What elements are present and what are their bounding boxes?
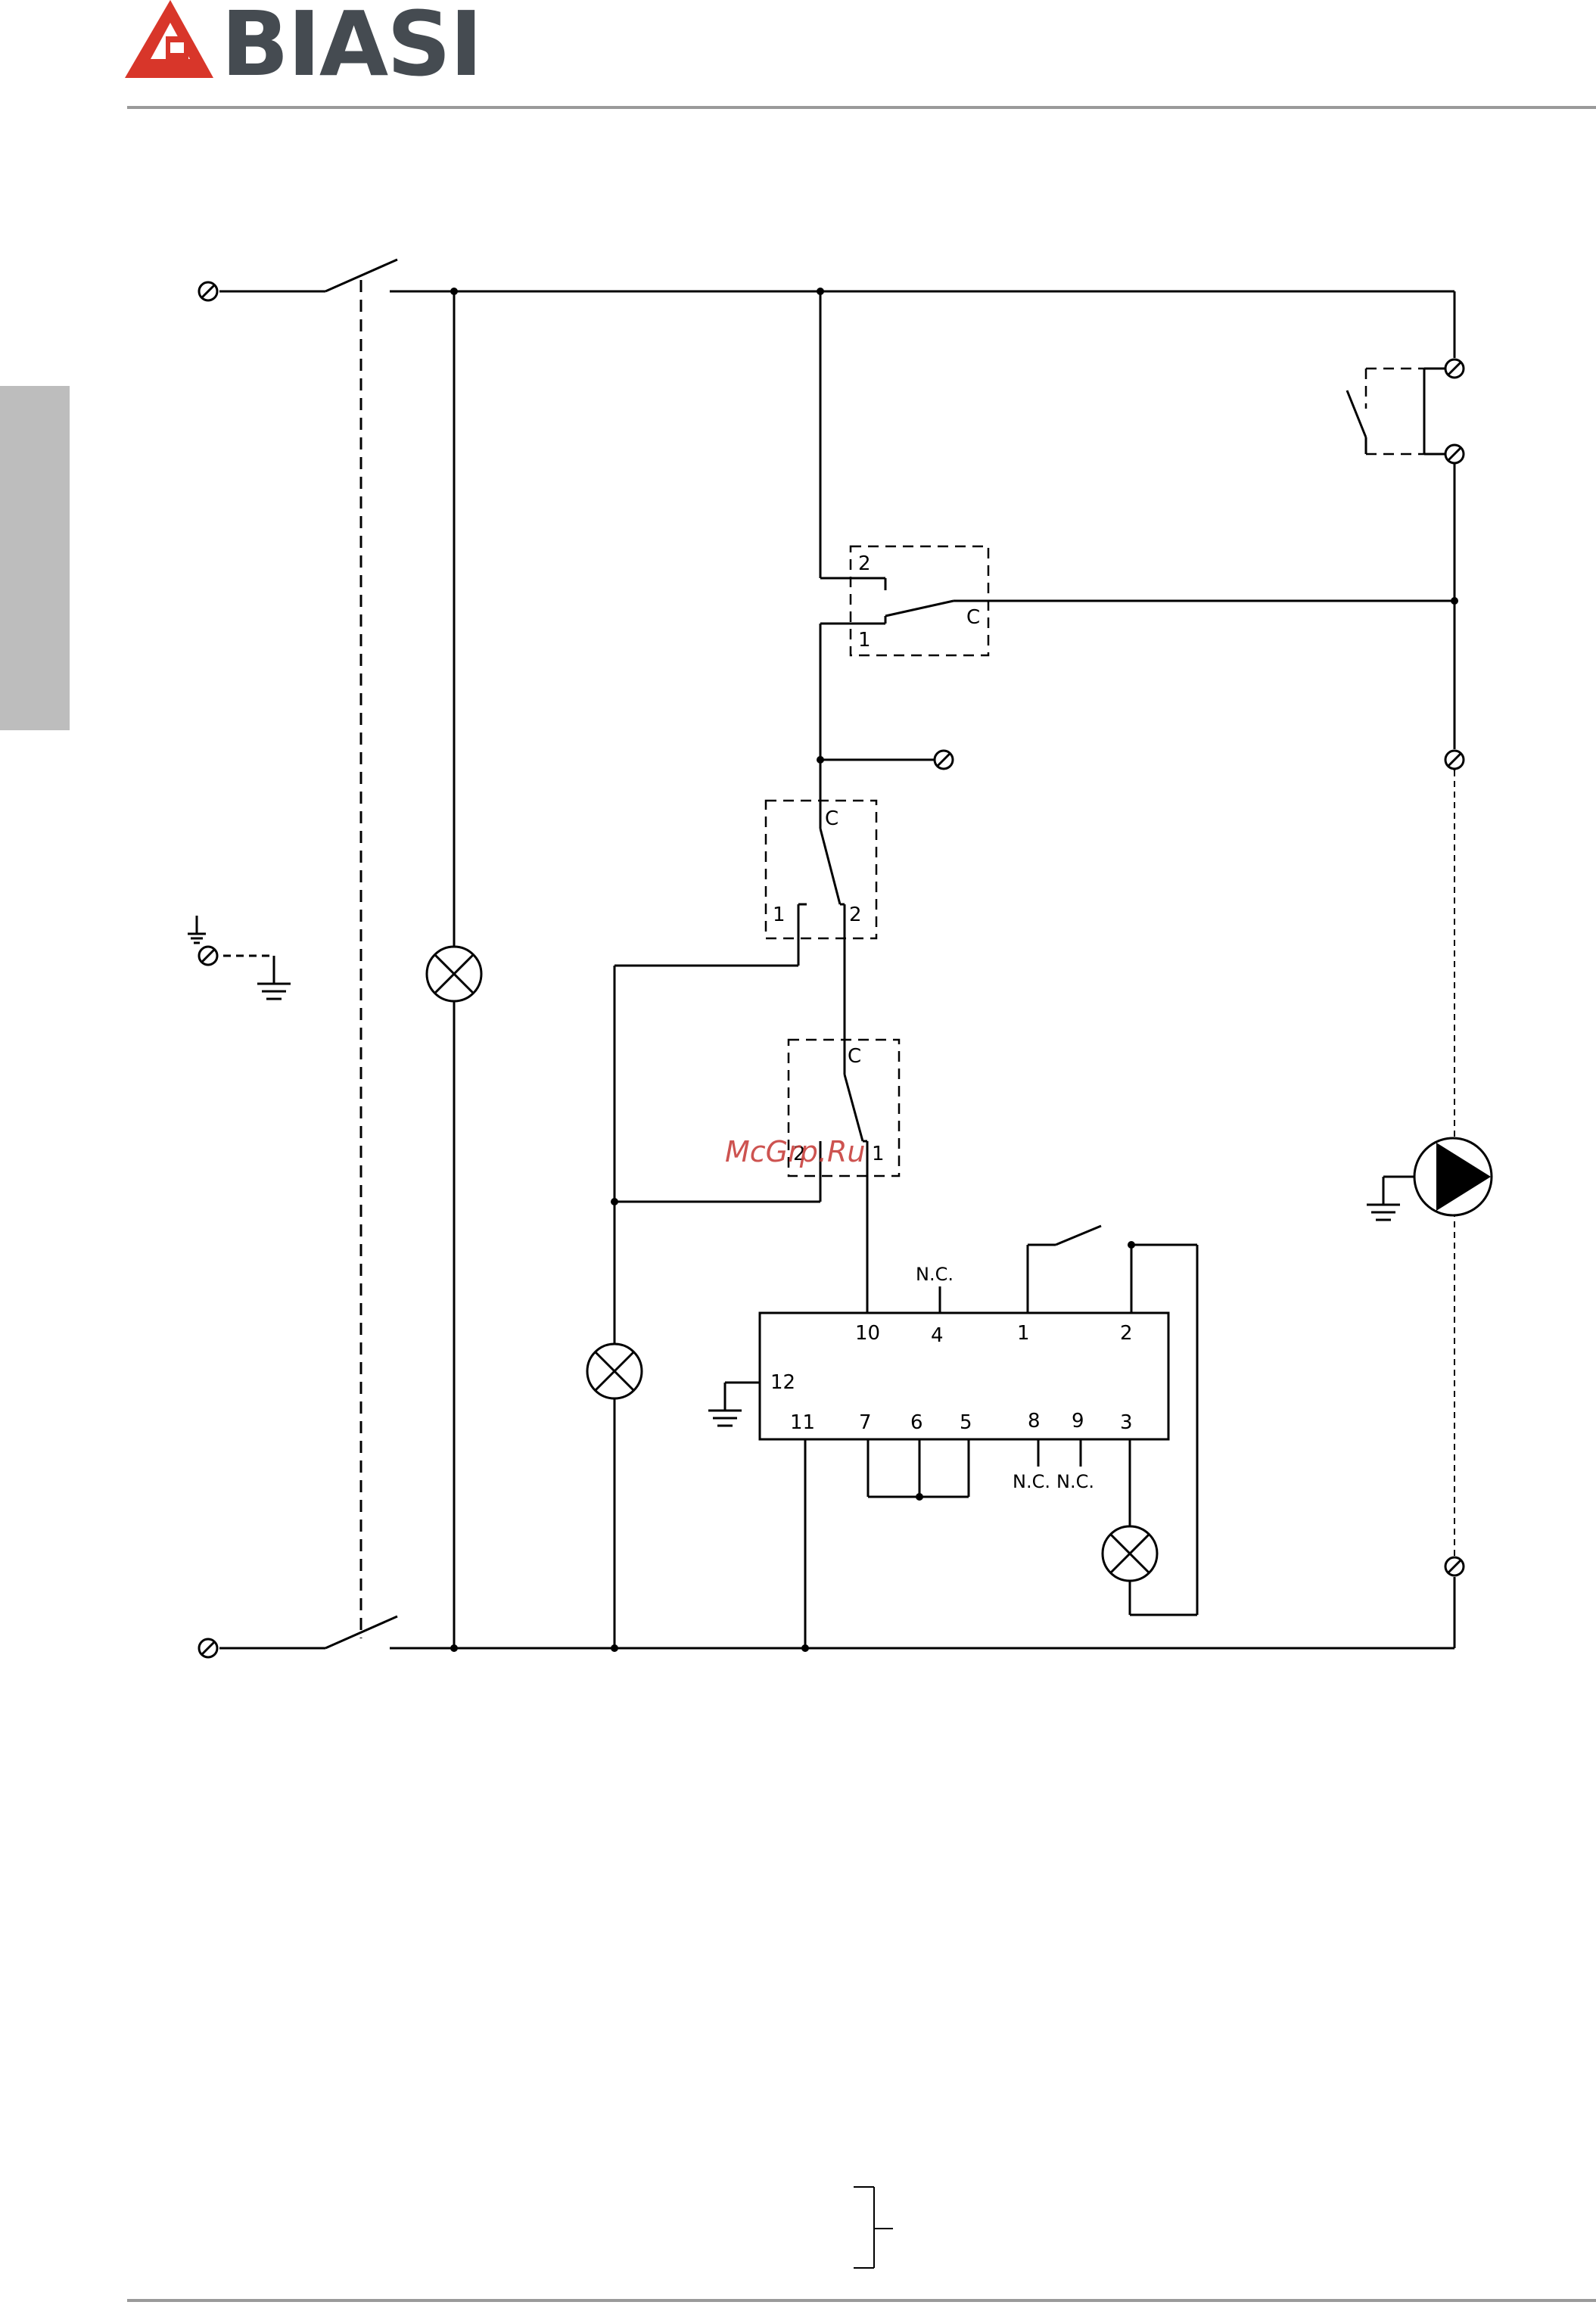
relay3-pin-c: C — [848, 1045, 861, 1068]
pin9-nc-label: N.C. — [1056, 1471, 1094, 1492]
ctrl-pin-4: 4 — [931, 1324, 944, 1347]
pump-icon — [1414, 1138, 1492, 1215]
relay2-pin-c: C — [825, 807, 838, 830]
ctrl-pin-2: 2 — [1120, 1322, 1133, 1345]
pin4-nc-label: N.C. — [916, 1264, 954, 1285]
ctrl-pin-9: 9 — [1072, 1410, 1084, 1432]
pin8-nc-label: N.C. — [1013, 1471, 1050, 1492]
ctrl-pin-11: 11 — [790, 1411, 815, 1434]
watermark: McGrp.Ru — [725, 1135, 865, 1168]
footer-divider — [127, 2299, 1596, 2302]
ctrl-pin-8: 8 — [1028, 1410, 1041, 1432]
terminal-l-in — [199, 282, 217, 300]
ctrl-pin-3: 3 — [1120, 1411, 1133, 1434]
ctrl-pin-6: 6 — [910, 1411, 923, 1434]
lamp-controller — [1103, 1526, 1157, 1581]
terminal-n-in — [199, 1639, 217, 1657]
terminal-earth — [199, 947, 217, 965]
relay3-pin-1: 1 — [872, 1143, 885, 1165]
relay2-pin-1: 1 — [773, 904, 786, 926]
relay2-pin-2: 2 — [849, 904, 862, 926]
relay1-pin-c: C — [966, 606, 980, 629]
lamp-main — [427, 947, 481, 1001]
ctrl-pin-5: 5 — [960, 1411, 972, 1434]
relay1-pin-1: 1 — [858, 629, 871, 652]
relay1-pin-2: 2 — [858, 552, 871, 575]
ctrl-pin-12: 12 — [770, 1371, 795, 1394]
page-mark — [854, 2187, 893, 2268]
ctrl-pin-7: 7 — [859, 1411, 872, 1434]
ctrl-pin-10: 10 — [855, 1322, 880, 1345]
lamp-relay — [587, 1344, 642, 1398]
ctrl-pin-1: 1 — [1017, 1322, 1030, 1345]
